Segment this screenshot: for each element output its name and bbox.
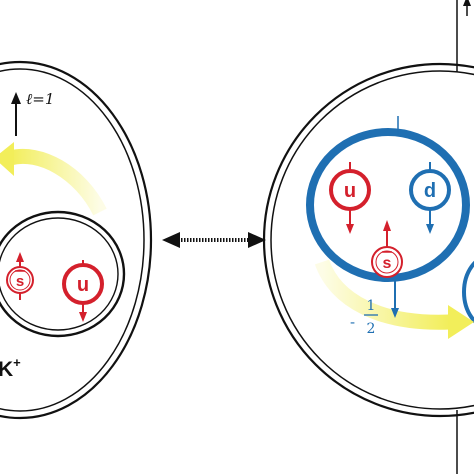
kaon-label: K+ (0, 355, 21, 381)
right-antistrange-symbol: s (383, 255, 392, 272)
right-outer-orbit (262, 62, 474, 418)
kaon-bubble-outline (0, 210, 126, 338)
right-orbital-motion-arrow-icon (314, 259, 474, 339)
kaon-bubble (0, 210, 126, 338)
right-spin-down-arrow-icon (391, 280, 399, 318)
right-up-quark: u (329, 162, 371, 234)
right-hyperon-atom: u d s - 1 2 (262, 0, 474, 474)
right-partial-blue-bubble (462, 260, 474, 324)
left-outer-orbit (0, 60, 153, 420)
left-up-symbol: u (77, 274, 89, 296)
left-antistrange-quark: s (6, 252, 34, 300)
top-right-axis-arrow-icon (463, 0, 471, 16)
right-antistrange-quark: s (371, 220, 403, 278)
left-kaon-atom: ℓ=1 s u K+ (0, 60, 153, 420)
spin-fraction-numerator: 1 (367, 298, 376, 314)
left-outer-orbit-inner (0, 68, 145, 412)
right-down-symbol: d (424, 180, 436, 202)
double-headed-arrow-icon (162, 232, 266, 248)
spin-fraction-label: - 1 2 (350, 298, 378, 337)
right-up-symbol: u (344, 180, 356, 202)
right-down-quark: d (409, 162, 451, 234)
spin-fraction-sign: - (350, 313, 355, 331)
spin-fraction-denominator: 2 (367, 321, 376, 337)
orbital-quantum-number-label: ℓ=1 (26, 90, 54, 108)
orbital-angular-momentum-arrow-icon (11, 92, 21, 136)
left-antistrange-symbol: s (16, 273, 24, 290)
left-orbital-motion-arrow-icon (0, 142, 107, 216)
left-up-quark: u (62, 260, 104, 322)
